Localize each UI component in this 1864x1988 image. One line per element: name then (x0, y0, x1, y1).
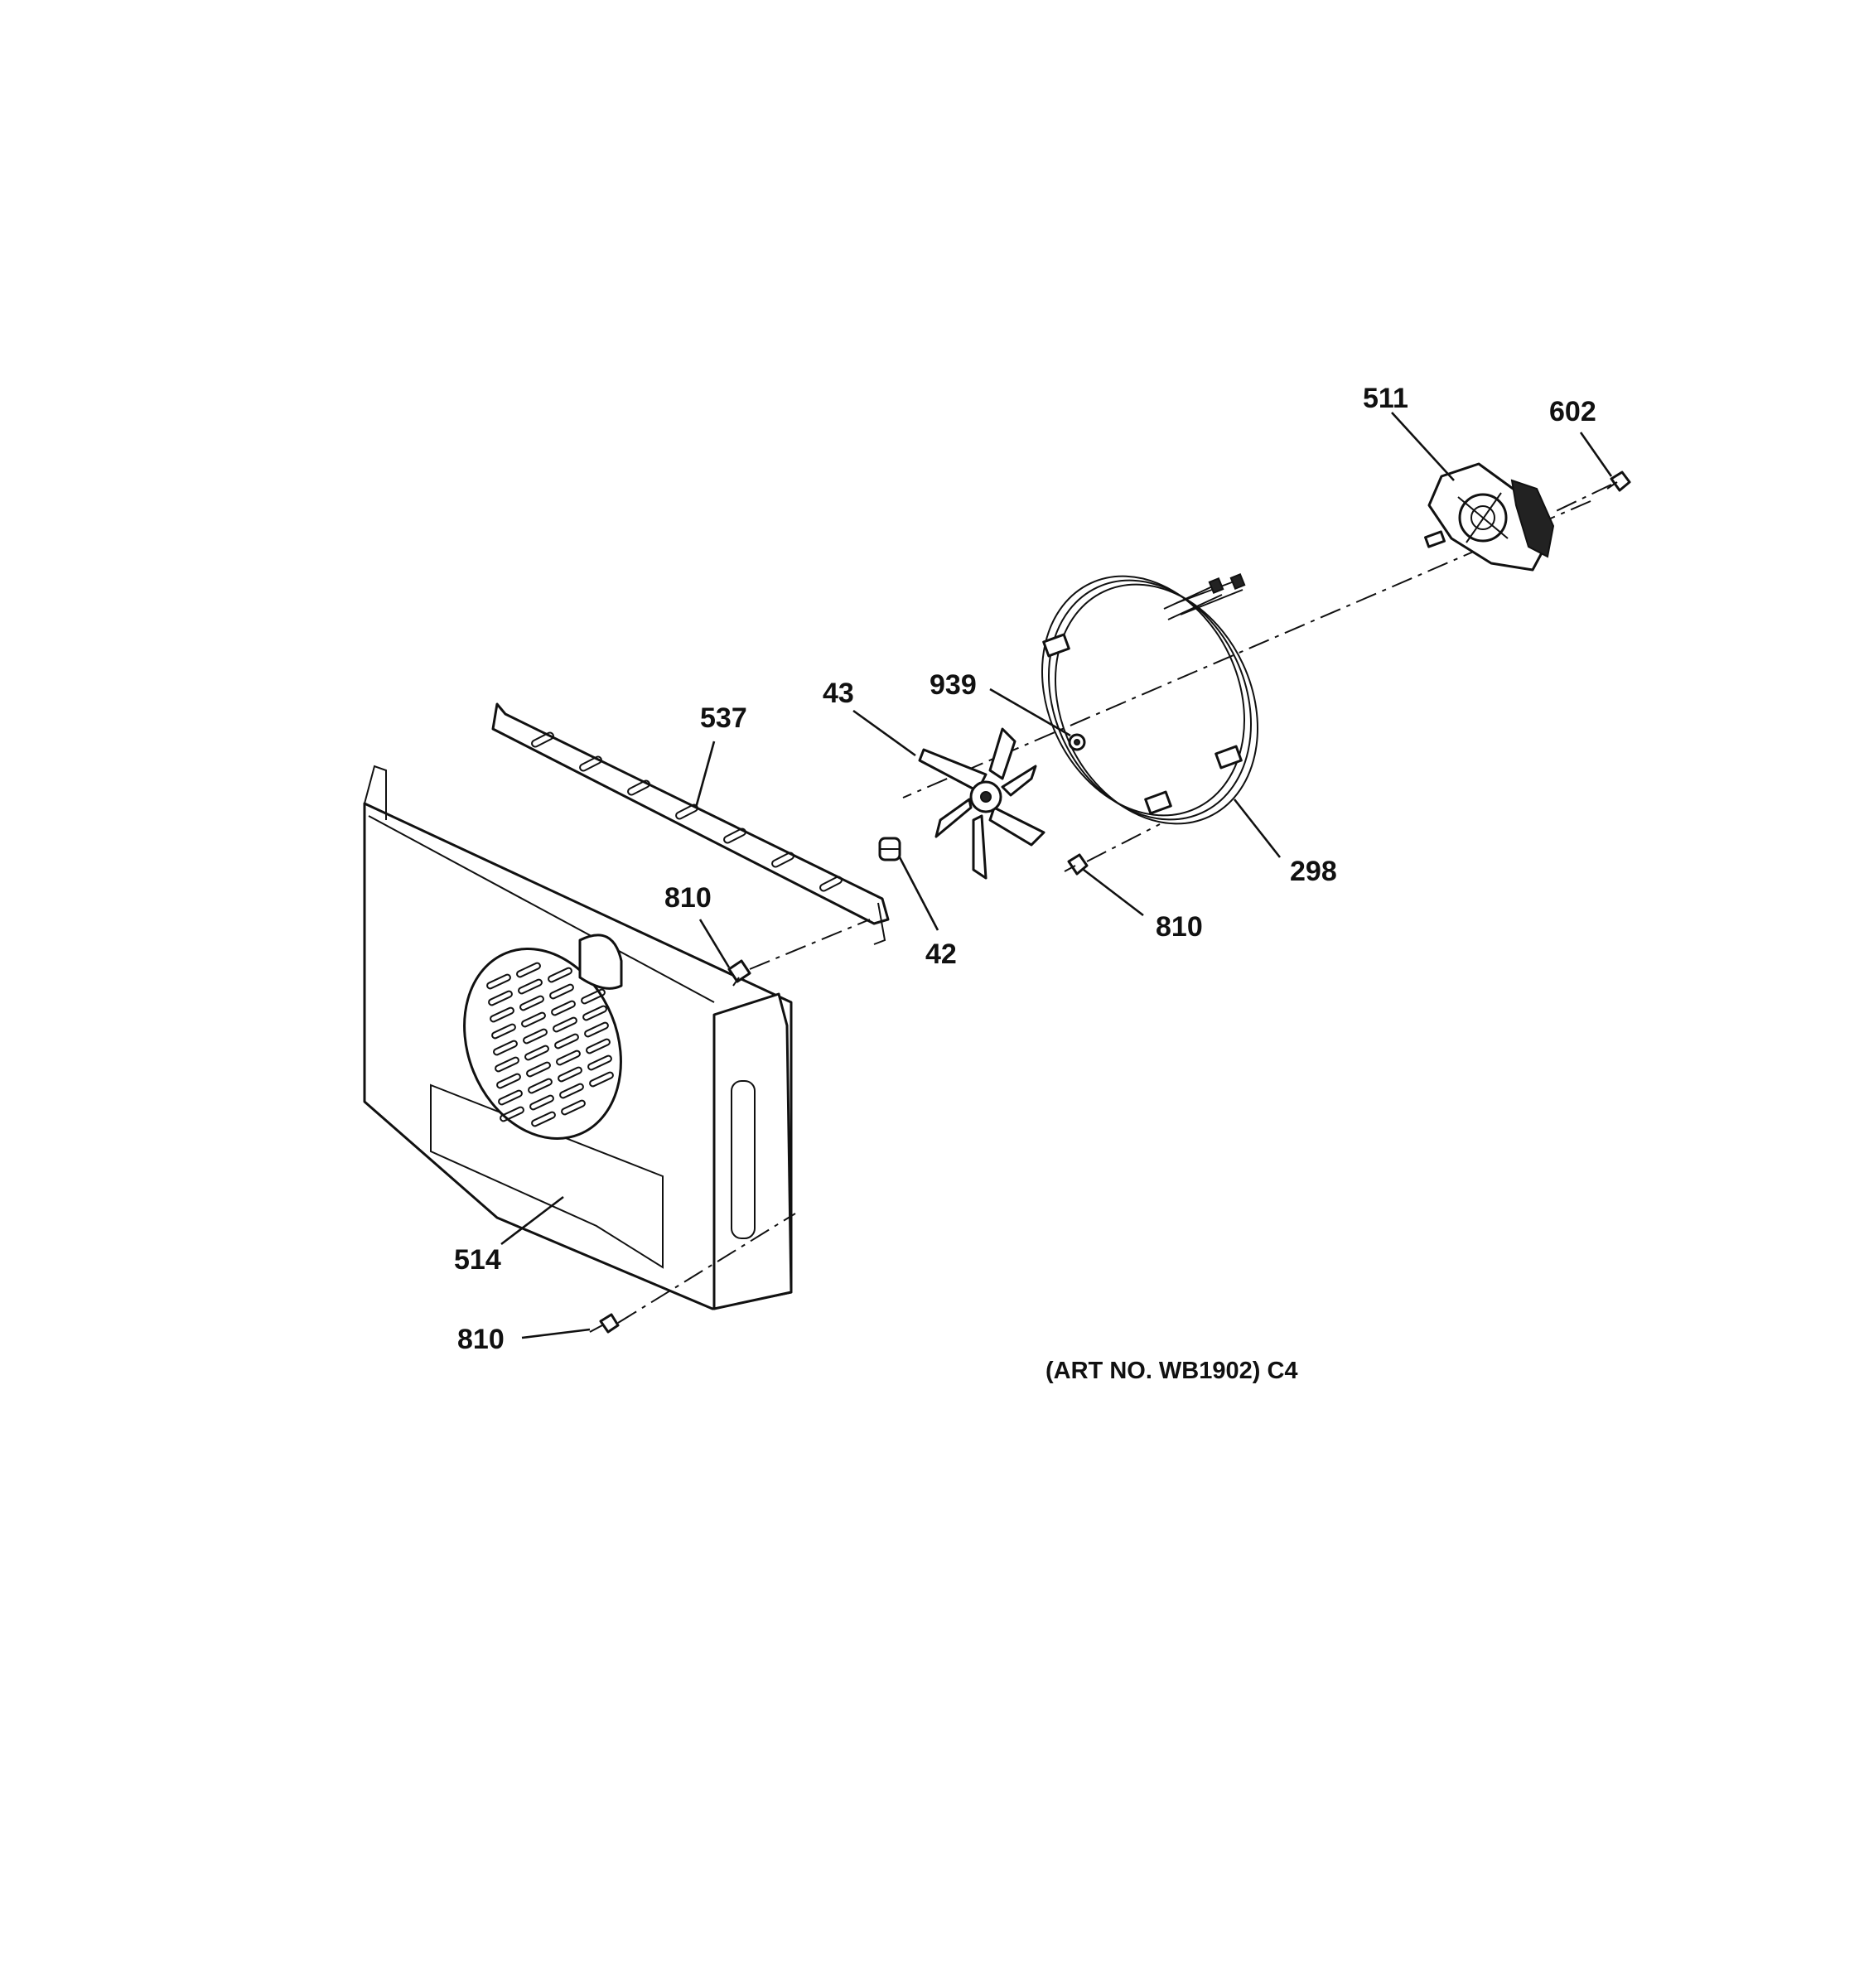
heating-element-part-298[interactable] (1004, 543, 1295, 856)
grille-slot (528, 1078, 553, 1094)
assembly-line-602 (1550, 484, 1612, 514)
grille-slot (516, 962, 541, 978)
grille-slot (586, 1038, 611, 1054)
grille-slot (493, 1040, 518, 1056)
grille-slot (558, 1066, 582, 1083)
grille-slot (488, 990, 513, 1006)
grille-slot (531, 1111, 556, 1127)
fan-cover-part-514[interactable] (363, 765, 793, 1310)
grille-slot (524, 1045, 549, 1061)
bracket-slot (819, 876, 843, 892)
grille-slot (549, 983, 574, 1000)
screw-part-602[interactable] (1606, 470, 1631, 492)
nut-part-42[interactable] (878, 837, 901, 861)
fan-blade-part-43[interactable] (918, 727, 1045, 880)
grille-slot (548, 967, 572, 983)
assembly-line-810-top (749, 919, 871, 970)
grille-slot (500, 1106, 524, 1122)
assembly-line-810-right (1086, 823, 1161, 862)
grille-slot (556, 1049, 581, 1066)
grille-slot (559, 1083, 584, 1099)
grille-slot (521, 1011, 546, 1028)
callout-810-right: 810 (1156, 911, 1203, 943)
grille-slot (589, 1071, 614, 1088)
bracket-slot (771, 852, 794, 868)
grille-slot (498, 1089, 523, 1106)
callout-511: 511 (1363, 383, 1408, 414)
bracket-slot (723, 828, 746, 844)
grille-slot (496, 1073, 521, 1089)
screw-part-810-bottom[interactable] (589, 1313, 620, 1334)
grille-slot (495, 1056, 519, 1073)
grille-slot (581, 988, 606, 1005)
grille-slot (491, 1023, 516, 1040)
grille-slot (584, 1021, 609, 1038)
bracket-slot (627, 779, 650, 796)
callout-602: 602 (1549, 396, 1596, 427)
grille-slot (529, 1094, 554, 1111)
callout-514: 514 (454, 1244, 501, 1276)
callout-810-bottom: 810 (457, 1324, 505, 1355)
grille-slot (551, 1000, 576, 1016)
assembly-line-810-bottom (617, 1213, 796, 1324)
bracket-part-537[interactable] (491, 702, 890, 945)
grille-slot (553, 1016, 577, 1033)
grille-slot (518, 978, 543, 995)
callout-42: 42 (925, 939, 957, 970)
callout-939: 939 (930, 669, 977, 701)
grille-icon (463, 948, 622, 1140)
grille-slot (486, 973, 511, 990)
grille-slot (554, 1033, 579, 1049)
callout-810-top: 810 (664, 882, 712, 914)
grille-slot (582, 1005, 607, 1021)
leader-lines (500, 412, 1613, 1339)
callout-298: 298 (1290, 856, 1337, 887)
grille-slot (561, 1099, 586, 1116)
callout-43: 43 (823, 678, 854, 709)
grille-slot (587, 1054, 612, 1071)
grille-slot (519, 995, 544, 1011)
grille-slot (523, 1028, 548, 1045)
screw-part-810-right[interactable] (1064, 853, 1089, 876)
bracket-slot (579, 755, 602, 772)
motor-part-511[interactable] (1424, 462, 1555, 572)
grille-slot (490, 1006, 514, 1023)
callout-537: 537 (700, 702, 747, 734)
screw-part-810-top[interactable] (727, 959, 751, 987)
bracket-slot (531, 731, 554, 748)
art-number: (ART NO. WB1902) C4 (1045, 1358, 1298, 1384)
grille-slot (526, 1061, 551, 1078)
